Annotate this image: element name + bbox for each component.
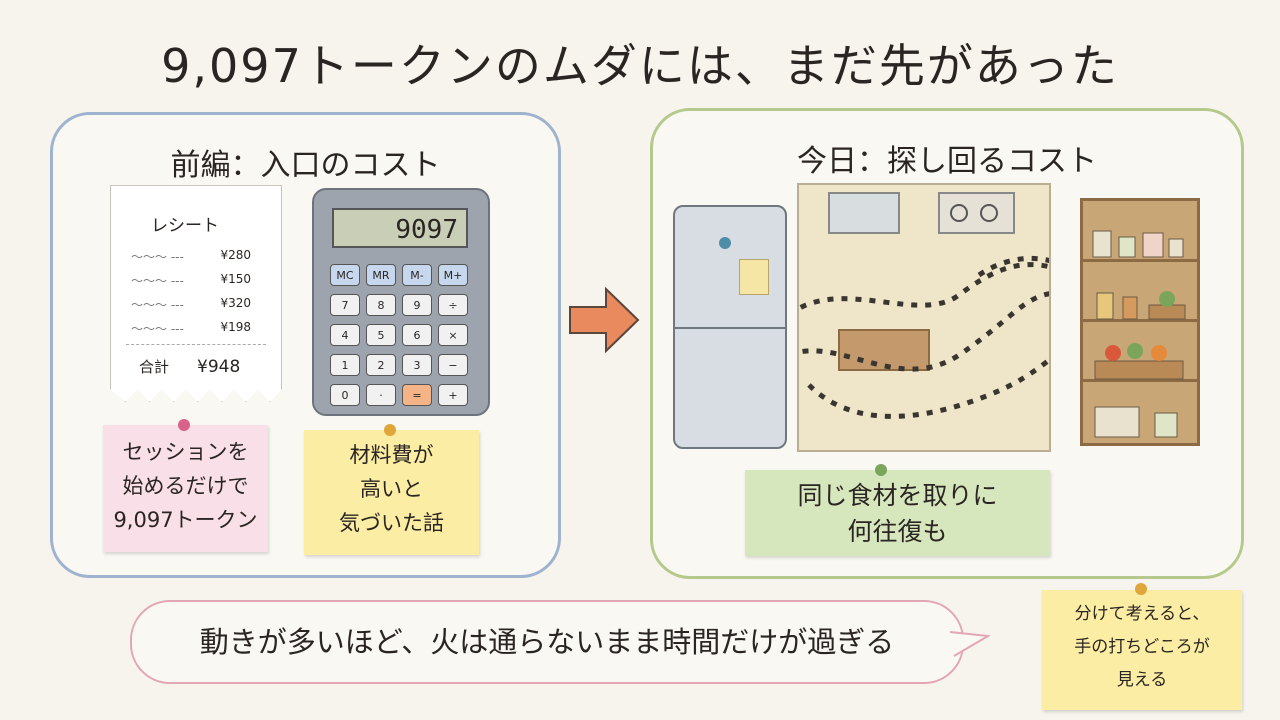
calculator-key: MC — [330, 264, 360, 286]
left-panel-heading: 前編：入口のコスト — [170, 148, 441, 183]
pin-icon — [384, 424, 396, 436]
shelf-board — [1083, 379, 1197, 382]
sticky-note-yellow: 材料費が 高いと 気づいた話 — [304, 430, 479, 555]
note-line: 気づいた話 — [339, 511, 444, 535]
note-line: セッションを — [122, 440, 249, 464]
pin-icon — [875, 464, 887, 476]
page-title: 9,097トークンのムダには、まだ先があった — [161, 39, 1119, 93]
receipt-divider — [126, 344, 266, 345]
receipt: レシート ～～～ ‐‐‐¥280 ～～～ ‐‐‐¥150 ～～～ ‐‐‐¥320… — [110, 185, 282, 402]
calculator-key: = — [402, 384, 432, 406]
calculator-key: ÷ — [438, 294, 468, 316]
pin-icon — [178, 419, 190, 431]
calculator-key: × — [438, 324, 468, 346]
calculator-key: 7 — [330, 294, 360, 316]
speech-tail-icon — [950, 631, 990, 657]
calculator-display: 9097 — [332, 208, 468, 248]
sink-icon — [828, 192, 900, 234]
calculator-key: MR — [366, 264, 396, 286]
calculator-key: 1 — [330, 354, 360, 376]
note-line: 手の打ちどころが — [1074, 637, 1210, 657]
calculator-key: 8 — [366, 294, 396, 316]
table-icon — [838, 329, 930, 371]
right-arrow-icon — [569, 286, 640, 354]
calculator-key: 4 — [330, 324, 360, 346]
sticky-note-bottom: 分けて考えると、 手の打ちどころが 見える — [1042, 590, 1242, 710]
shelf-board — [1083, 259, 1197, 262]
right-panel-heading: 今日：探し回るコスト — [797, 144, 1097, 179]
calculator-key: M- — [402, 264, 432, 286]
receipt-header: レシート — [151, 216, 219, 236]
calculator-key: 9 — [402, 294, 432, 316]
receipt-value: ¥280 — [220, 248, 251, 262]
footprint-paths-icon — [787, 192, 1076, 419]
note-line: 始めるだけで — [122, 474, 249, 498]
note-line: 9,097トークン — [113, 508, 258, 532]
kitchen-floor-illustration — [787, 183, 1076, 452]
calculator-key: 2 — [366, 354, 396, 376]
sticky-note-pink: セッションを 始めるだけで 9,097トークン — [103, 425, 268, 552]
fridge-illustration — [673, 205, 787, 449]
receipt-value: ¥150 — [220, 272, 251, 286]
receipt-total: 合計 ¥948 — [139, 356, 240, 377]
calculator-key: · — [366, 384, 396, 406]
pantry-shelf-illustration — [1080, 198, 1200, 446]
sticky-note-green: 同じ食材を取りに 何往復も — [745, 470, 1050, 556]
calculator-key: 0 — [330, 384, 360, 406]
receipt-value: ¥320 — [220, 296, 251, 310]
receipt-total-label: 合計 — [139, 358, 170, 376]
note-line: 何往復も — [847, 517, 948, 546]
speech-bubble: 動きが多いほど、火は通らないまま時間だけが過ぎる — [130, 600, 964, 684]
note-line: 材料費が — [349, 443, 434, 467]
calculator-key: 6 — [402, 324, 432, 346]
calculator-key: M+ — [438, 264, 468, 286]
receipt-value: ¥198 — [220, 320, 251, 334]
magnet-icon — [719, 237, 731, 249]
memo-icon — [739, 259, 769, 295]
shelf-board — [1083, 319, 1197, 322]
jars-and-vegetables-icon — [1092, 230, 1186, 438]
pin-icon — [1135, 583, 1147, 595]
calculator-key: − — [438, 354, 468, 376]
note-line: 見える — [1116, 670, 1168, 690]
fridge-door-divider — [675, 327, 785, 329]
note-line: 同じ食材を取りに — [797, 481, 998, 510]
calculator-key: 5 — [366, 324, 396, 346]
calculator-key: + — [438, 384, 468, 406]
receipt-total-value: ¥948 — [197, 357, 241, 377]
note-line: 分けて考えると、 — [1074, 604, 1210, 624]
note-line: 高いと — [360, 477, 423, 501]
calculator-key: 3 — [402, 354, 432, 376]
